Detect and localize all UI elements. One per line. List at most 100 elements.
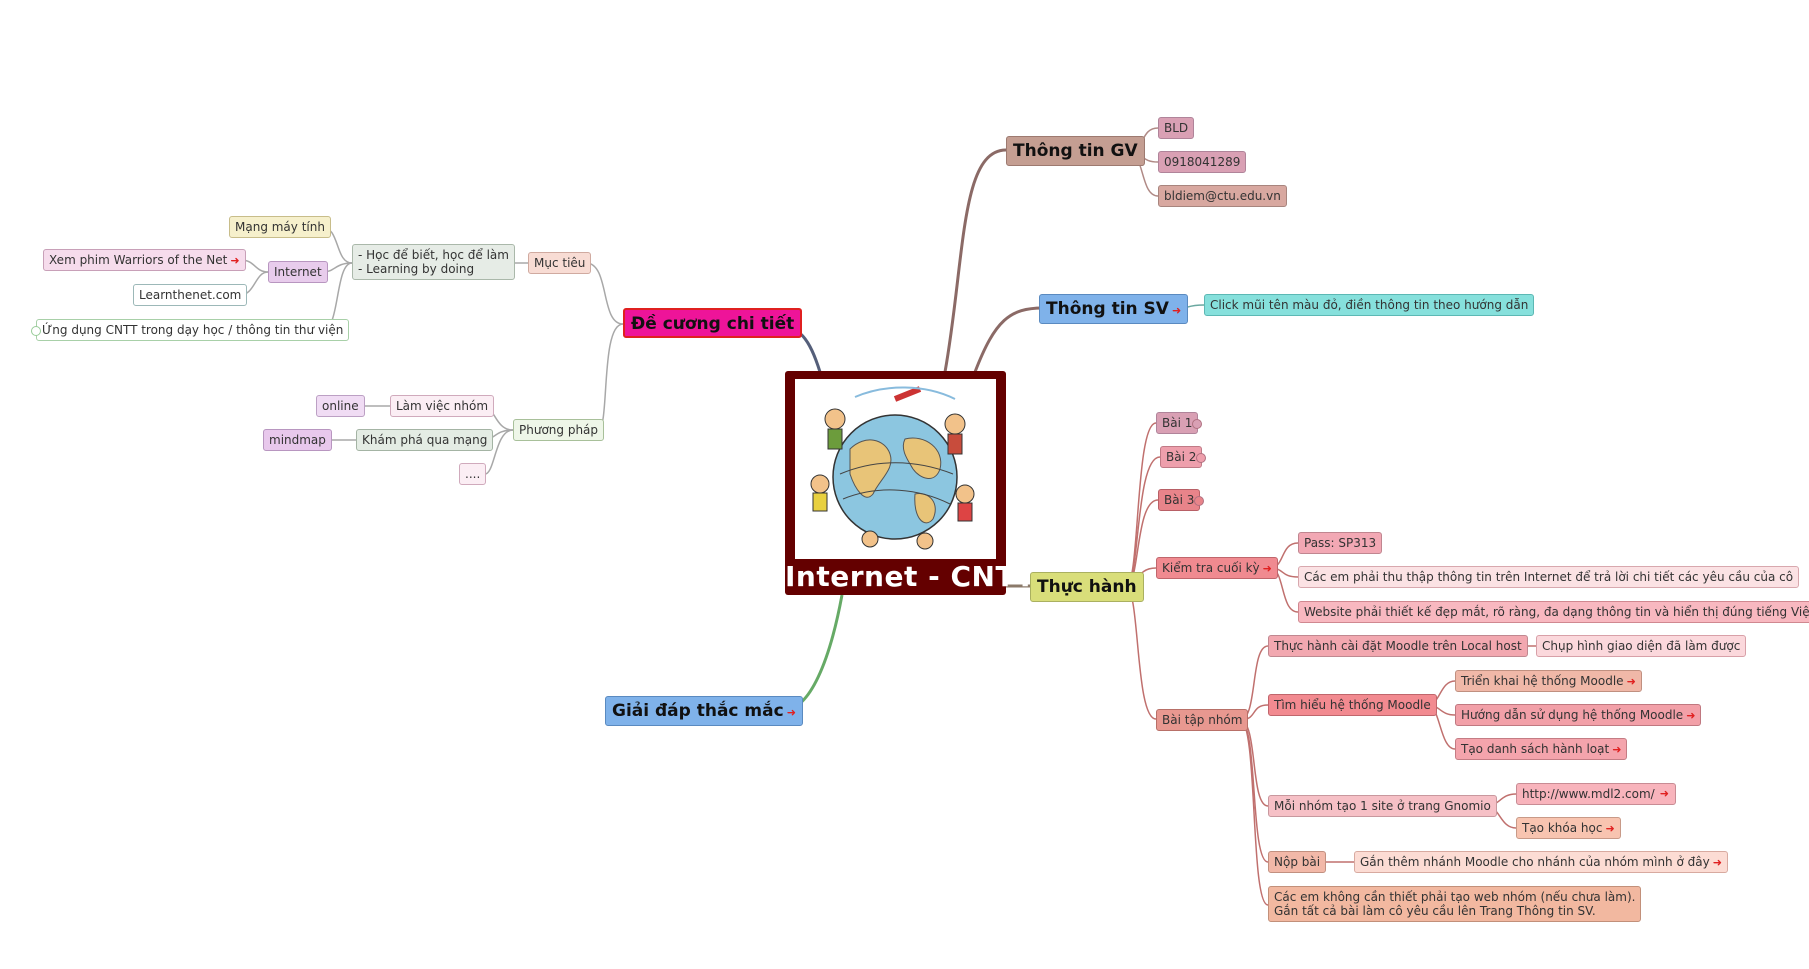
- link-center-gv: [943, 148, 1007, 373]
- gv-item-label: BLD: [1164, 121, 1189, 135]
- tim-hieu-moodle[interactable]: Tìm hiểu hệ thống Moodle: [1268, 694, 1437, 716]
- thuc-hanh-bai-3[interactable]: Bài 3: [1158, 489, 1205, 511]
- ghi-chu[interactable]: Các em không cần thiết phải tạo web nhóm…: [1268, 886, 1642, 922]
- pass-label: Pass: SP313: [1304, 536, 1377, 550]
- hoc-de-biet[interactable]: - Học để biết, học để làm - Learning by …: [352, 244, 515, 280]
- topic-label: Thông tin GV: [1013, 141, 1138, 161]
- internet[interactable]: Internet: [268, 261, 328, 283]
- xem-phim-warriors[interactable]: Xem phim Warriors of the Net➜: [43, 249, 246, 271]
- bai-label: Bài 1: [1162, 416, 1193, 430]
- lam-viec-nhom[interactable]: Làm việc nhóm: [390, 395, 495, 417]
- kiem-tra-item-2[interactable]: Website phải thiết kế đẹp mắt, rõ ràng, …: [1298, 601, 1809, 623]
- gan-them-nhanh[interactable]: Gắn thêm nhánh Moodle cho nhánh của nhóm…: [1354, 851, 1728, 873]
- thuc-hanh-bai-1[interactable]: Bài 1: [1156, 412, 1203, 434]
- note-label: Các em không cần thiết phải tạo web nhóm…: [1274, 890, 1636, 918]
- link-dc-muctieu: [585, 262, 624, 325]
- cai-dat-moodle[interactable]: Thực hành cài đặt Moodle trên Local host: [1268, 635, 1528, 657]
- chup-hinh[interactable]: Chụp hình giao diện đã làm được: [1536, 635, 1747, 657]
- arrow-link-icon[interactable]: ➜: [1686, 709, 1696, 722]
- collapse-dot-icon[interactable]: [1192, 419, 1203, 429]
- arrow-link-icon[interactable]: ➜: [1605, 822, 1615, 835]
- arrow-link-icon[interactable]: ➜: [1262, 562, 1272, 575]
- gv-item-email[interactable]: bldiem@ctu.edu.vn: [1158, 185, 1287, 207]
- topic-thong-tin-sv[interactable]: Thông tin SV➜: [1039, 294, 1189, 324]
- item-label: Learnthenet.com: [139, 288, 242, 302]
- online[interactable]: online: [316, 395, 365, 417]
- link-center-giaidap: [783, 594, 844, 712]
- item-label: Internet: [274, 265, 322, 279]
- topic-de-cuong-chi-tiet[interactable]: Đề cương chi tiết: [623, 308, 803, 338]
- item-label: mindmap: [269, 433, 326, 447]
- item-label: Khám phá qua mạng: [362, 433, 488, 447]
- collapse-dot-icon[interactable]: [1194, 496, 1205, 506]
- trien-khai-moodle[interactable]: Triển khai hệ thống Moodle➜: [1455, 670, 1642, 692]
- item-label: Mạng máy tính: [235, 220, 325, 234]
- arrow-link-icon[interactable]: ➜: [1659, 787, 1669, 800]
- bai-tap-nhom[interactable]: Bài tập nhóm: [1156, 709, 1249, 731]
- link-th-baitapnhom: [1125, 586, 1157, 720]
- huong-dan-moodle[interactable]: Hướng dẫn sử dụng hệ thống Moodle➜: [1455, 704, 1702, 726]
- topic-giai-dap-thac-mac[interactable]: Giải đáp thắc mắc➜: [605, 696, 803, 726]
- gv-item-bld[interactable]: BLD: [1158, 117, 1195, 139]
- arrow-link-icon[interactable]: ➜: [1612, 743, 1622, 756]
- link-center-sv: [973, 306, 1044, 373]
- gv-item-label: bldiem@ctu.edu.vn: [1164, 189, 1281, 203]
- topic-thong-tin-gv[interactable]: Thông tin GV: [1006, 136, 1145, 166]
- collapse-dot-icon[interactable]: [31, 326, 41, 336]
- globe-with-people-icon: [795, 379, 996, 559]
- arrow-link-icon[interactable]: ➜: [786, 706, 796, 719]
- sv-hint[interactable]: Click mũi tên màu đỏ, điền thông tin the…: [1204, 294, 1535, 316]
- tao-danh-sach[interactable]: Tạo danh sách hành loạt➜: [1455, 738, 1628, 760]
- arrow-link-icon[interactable]: ➜: [1171, 304, 1182, 317]
- mang-may-tinh[interactable]: Mạng máy tính: [229, 216, 331, 238]
- task-label: Tìm hiểu hệ thống Moodle: [1274, 698, 1431, 712]
- thuc-hanh-bai-2[interactable]: Bài 2: [1160, 446, 1207, 468]
- gnomio-url[interactable]: http://www.mdl2.com/ ➜: [1516, 783, 1676, 805]
- task-label: Nộp bài: [1274, 855, 1321, 869]
- topic-label: Đề cương chi tiết: [631, 314, 795, 334]
- collapse-dot-icon[interactable]: [1196, 453, 1207, 463]
- tao-khoa-hoc[interactable]: Tạo khóa học➜: [1516, 817, 1621, 839]
- ellipsis-item[interactable]: ....: [459, 463, 487, 485]
- task-label: Chụp hình giao diện đã làm được: [1542, 639, 1741, 653]
- task-label: Mỗi nhóm tạo 1 site ở trang Gnomio: [1274, 799, 1491, 813]
- gv-item-phone[interactable]: 0918041289: [1158, 151, 1247, 173]
- kiem-tra-item-1[interactable]: Các em phải thu thập thông tin trên Inte…: [1298, 566, 1800, 588]
- requirement-label: Website phải thiết kế đẹp mắt, rõ ràng, …: [1304, 605, 1809, 619]
- central-topic-title: Internet - CNTT: [785, 560, 1036, 593]
- arrow-link-icon[interactable]: ➜: [230, 254, 240, 267]
- kiem-tra-pass[interactable]: Pass: SP313: [1298, 532, 1383, 554]
- task-label: Thực hành cài đặt Moodle trên Local host: [1274, 639, 1522, 653]
- task-label: Tạo danh sách hành loạt: [1461, 742, 1610, 756]
- kiem-tra-cuoi-ky[interactable]: Kiểm tra cuối kỳ➜: [1156, 557, 1278, 579]
- moi-nhom-gnomio[interactable]: Mỗi nhóm tạo 1 site ở trang Gnomio: [1268, 795, 1497, 817]
- muc-tieu-label: Mục tiêu: [534, 256, 586, 270]
- muc-tieu[interactable]: Mục tiêu: [528, 252, 592, 274]
- task-label: Gắn thêm nhánh Moodle cho nhánh của nhóm…: [1360, 855, 1710, 869]
- bai-label: Bài 3: [1164, 493, 1195, 507]
- topic-label: Thực hành: [1037, 577, 1137, 597]
- arrow-link-icon[interactable]: ➜: [1712, 856, 1722, 869]
- hoc-label: - Học để biết, học để làm - Learning by …: [358, 248, 509, 276]
- central-topic[interactable]: Internet - CNTT: [785, 371, 1036, 595]
- item-label: ....: [465, 467, 481, 481]
- arrow-link-icon[interactable]: ➜: [1626, 675, 1636, 688]
- link-btn-ghichu: [1239, 719, 1269, 906]
- bai-tap-nhom-label: Bài tập nhóm: [1162, 713, 1243, 727]
- gv-item-label: 0918041289: [1164, 155, 1241, 169]
- ung-dung-cntt[interactable]: Ứng dụng CNTT trong dạy học / thông tin …: [31, 319, 350, 341]
- mindmap[interactable]: mindmap: [263, 429, 332, 451]
- kham-pha-qua-mang[interactable]: Khám phá qua mạng: [356, 429, 494, 451]
- bai-label: Bài 2: [1166, 450, 1197, 464]
- url-label: http://www.mdl2.com/: [1522, 787, 1655, 801]
- requirement-label: Các em phải thu thập thông tin trên Inte…: [1304, 570, 1794, 584]
- nop-bai[interactable]: Nộp bài: [1268, 851, 1327, 873]
- phuong-phap[interactable]: Phương pháp: [513, 419, 605, 441]
- topic-thuc-hanh[interactable]: Thực hành: [1030, 572, 1144, 602]
- kiem-tra-label: Kiểm tra cuối kỳ: [1162, 561, 1260, 575]
- task-label: Hướng dẫn sử dụng hệ thống Moodle: [1461, 708, 1684, 722]
- link-dc-phuongphap: [597, 323, 624, 431]
- learnthenet[interactable]: Learnthenet.com: [133, 284, 248, 306]
- item-label: online: [322, 399, 359, 413]
